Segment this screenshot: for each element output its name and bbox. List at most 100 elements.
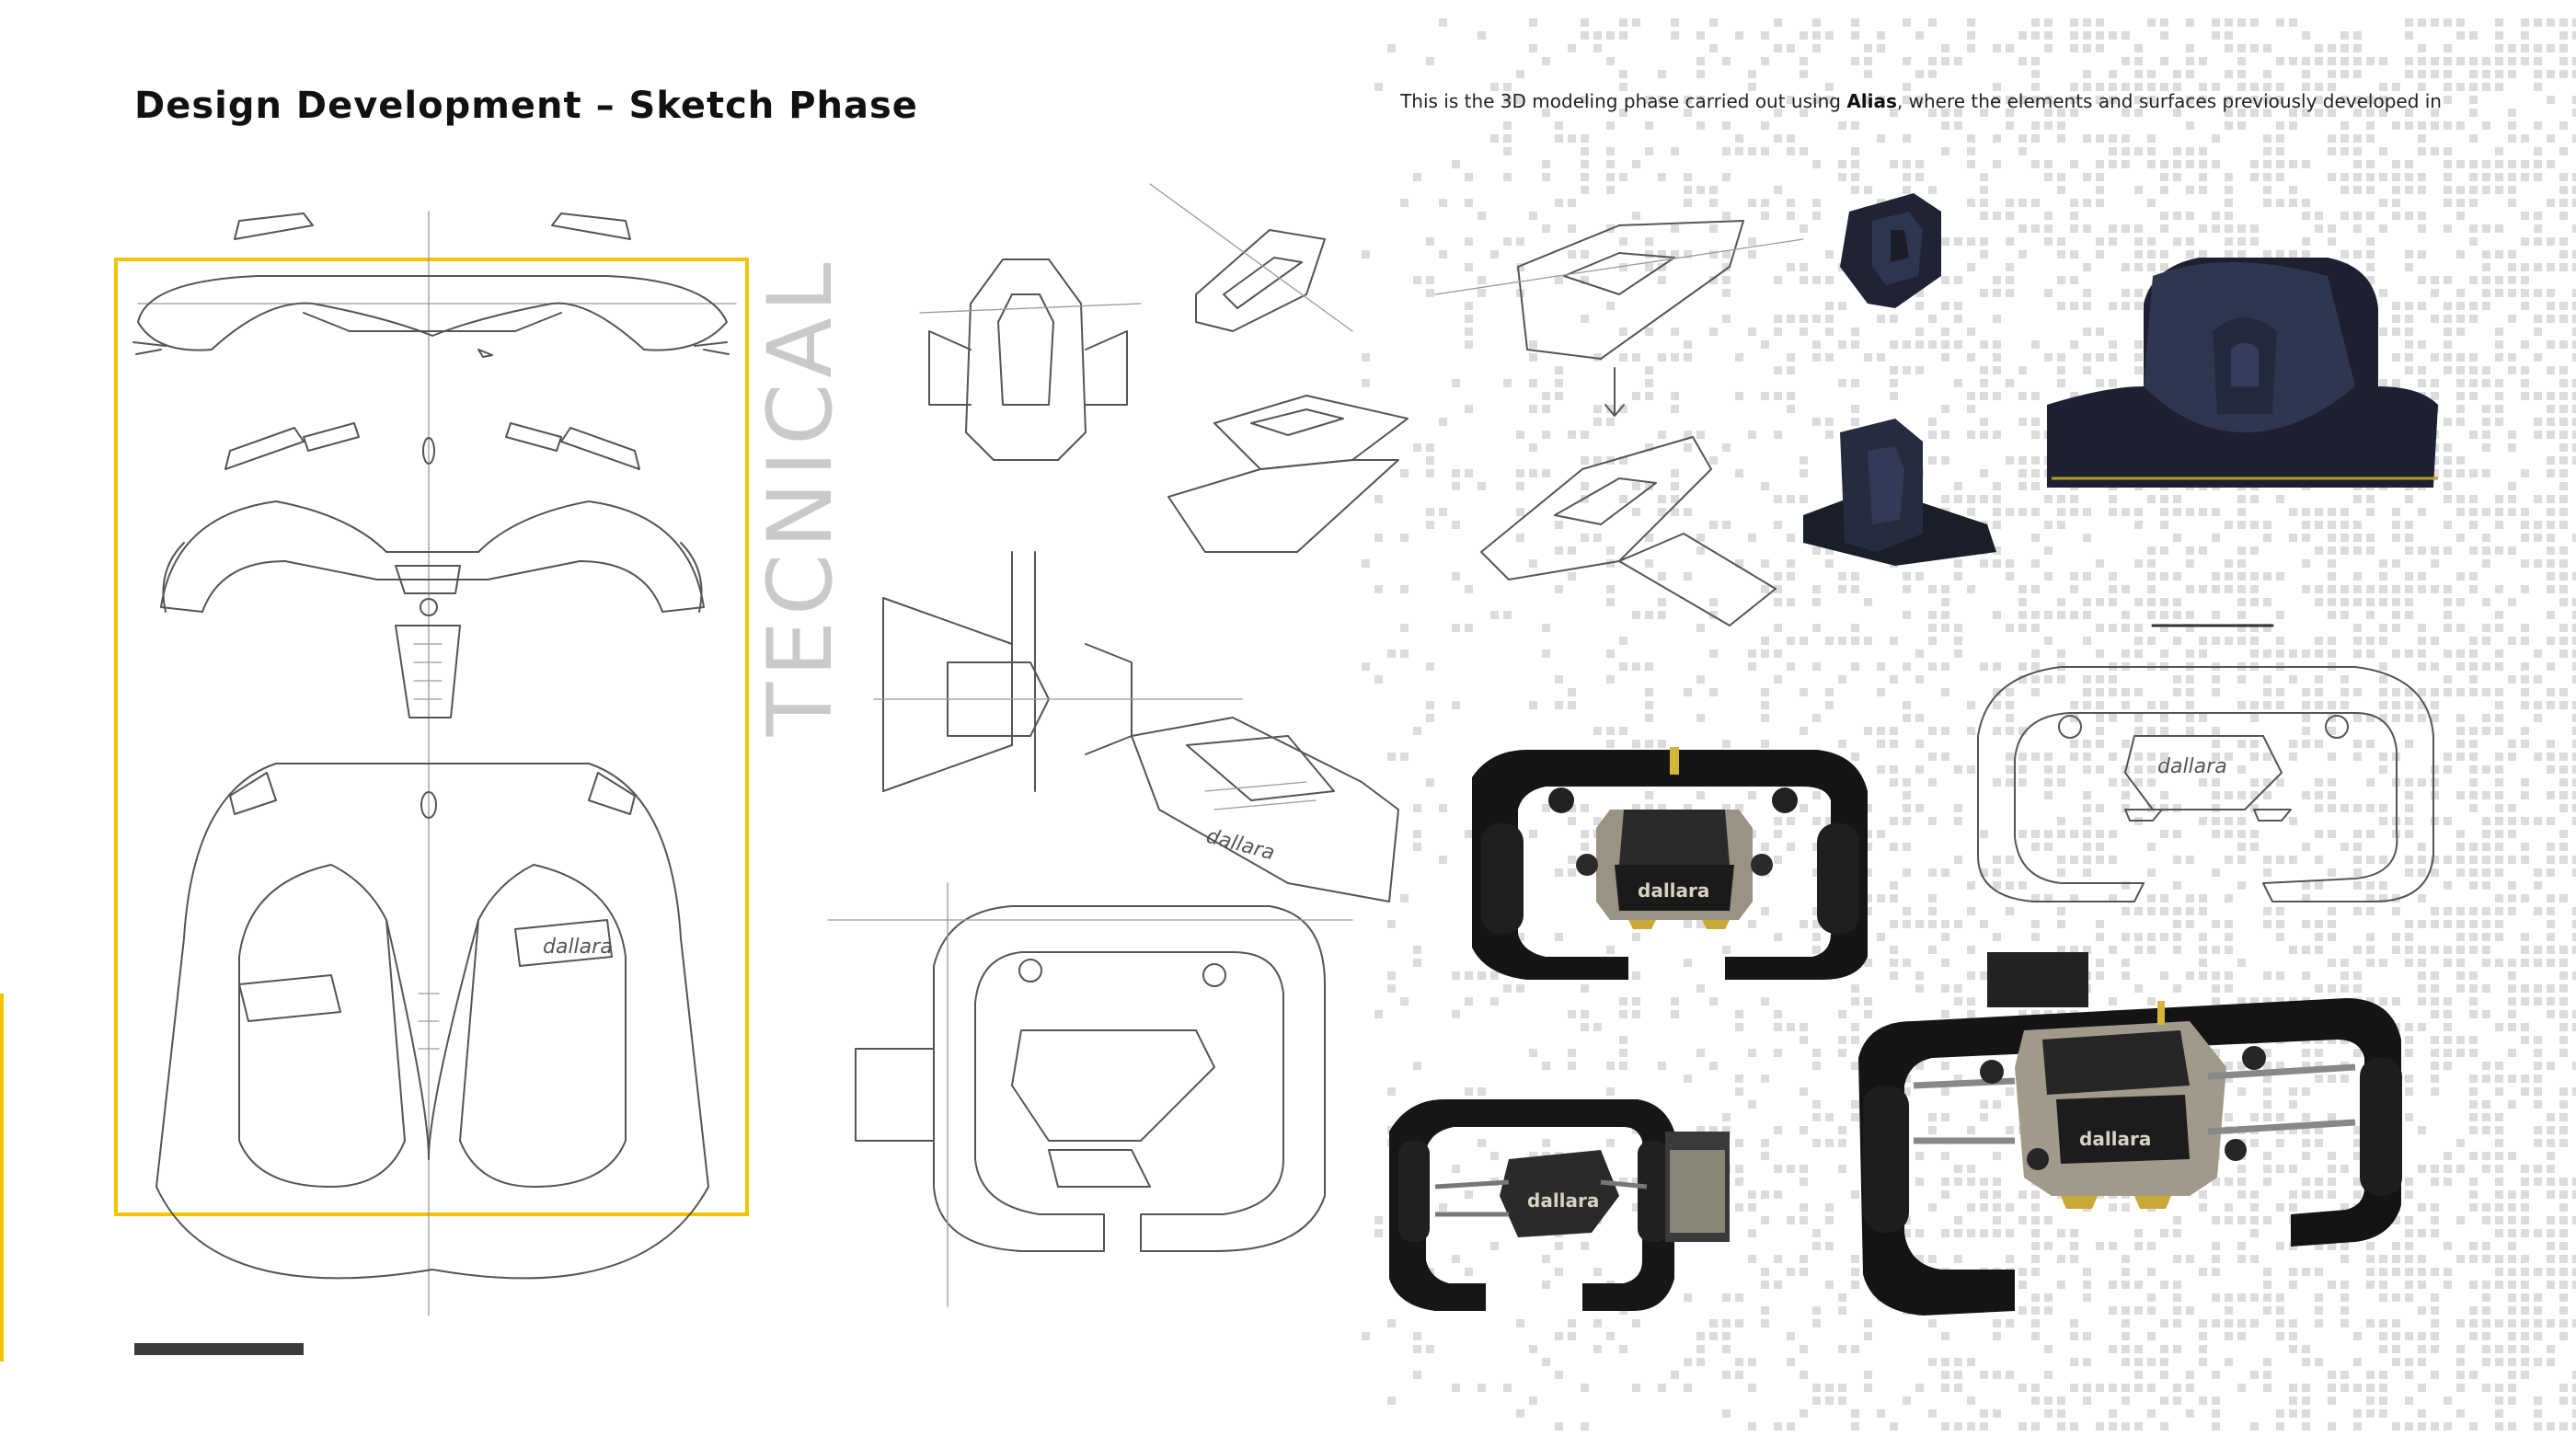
- pixel-cell: [1606, 121, 1615, 130]
- pixel-cell: [2456, 160, 2465, 168]
- display-pod-sketch: dallara: [1131, 717, 1399, 902]
- pixel-cell: [1890, 392, 1898, 400]
- pixel-cell: [2083, 1396, 2091, 1405]
- pixel-cell: [1812, 212, 1821, 220]
- pixel-cell: [2521, 44, 2529, 52]
- pixel-cell: [2006, 379, 2014, 387]
- pixel-cell: [2469, 353, 2478, 362]
- pixel-cell: [2147, 946, 2156, 954]
- pixel-cell: [2083, 572, 2091, 580]
- pixel-cell: [2456, 1216, 2465, 1224]
- pixel-cell: [2366, 1281, 2375, 1289]
- pixel-cell: [2109, 340, 2117, 349]
- pixel-cell: [2495, 353, 2503, 362]
- pixel-cell: [2070, 508, 2078, 516]
- pixel-cell: [1838, 160, 1846, 168]
- pixel-cell: [2147, 997, 2156, 1006]
- pixel-cell: [2328, 224, 2336, 233]
- pixel-cell: [2379, 714, 2387, 722]
- pixel-cell: [2482, 843, 2490, 851]
- pixel-cell: [1645, 443, 1653, 452]
- pixel-cell: [2199, 224, 2207, 233]
- pixel-cell: [2340, 1293, 2349, 1302]
- pixel-cell: [2147, 907, 2156, 915]
- pixel-cell: [2057, 598, 2065, 606]
- pixel-cell: [2057, 830, 2065, 838]
- pixel-cell: [1812, 714, 1821, 722]
- pixel-cell: [2431, 276, 2439, 284]
- pixel-cell: [2379, 804, 2387, 812]
- pixel-cell: [2147, 701, 2156, 709]
- pixel-cell: [2289, 1409, 2297, 1418]
- pixel-cell: [2173, 804, 2181, 812]
- pixel-cell: [2572, 1023, 2576, 1031]
- pixel-cell: [1581, 804, 1589, 812]
- pixel-cell: [2122, 1384, 2130, 1392]
- pixel-cell: [2083, 637, 2091, 645]
- pixel-cell: [2250, 495, 2259, 503]
- pixel-cell: [2559, 443, 2568, 452]
- pixel-cell: [2572, 1216, 2576, 1224]
- pixel-cell: [1619, 328, 1627, 336]
- pixel-cell: [2353, 250, 2362, 259]
- pixel-cell: [1671, 31, 1679, 40]
- pixel-cell: [2289, 1190, 2297, 1199]
- pixel-cell: [1709, 1126, 1718, 1134]
- pixel-cell: [2315, 1242, 2323, 1250]
- pixel-cell: [1774, 495, 1782, 503]
- pixel-cell: [1542, 804, 1550, 812]
- pixel-cell: [2070, 1255, 2078, 1263]
- pixel-cell: [2379, 894, 2387, 902]
- pixel-cell: [1761, 843, 1769, 851]
- pixel-cell: [2083, 817, 2091, 825]
- pixel-cell: [2199, 173, 2207, 181]
- pixel-cell: [2366, 160, 2375, 168]
- pixel-cell: [2559, 856, 2568, 864]
- pixel-cell: [2547, 302, 2555, 310]
- pixel-cell: [2096, 714, 2104, 722]
- pixel-cell: [1812, 1384, 1821, 1392]
- pixel-cell: [2469, 1190, 2478, 1199]
- pixel-cell: [2109, 1409, 2117, 1418]
- pixel-cell: [2276, 920, 2284, 928]
- pixel-cell: [2044, 830, 2053, 838]
- pixel-cell: [2276, 83, 2284, 91]
- pixel-cell: [2547, 134, 2555, 143]
- pixel-cell: [1761, 340, 1769, 349]
- pixel-cell: [1774, 431, 1782, 439]
- pixel-cell: [2225, 237, 2233, 246]
- pixel-cell: [2031, 675, 2040, 684]
- pixel-cell: [2289, 1126, 2297, 1134]
- pixel-cell: [2572, 1409, 2576, 1418]
- pixel-cell: [2444, 598, 2452, 606]
- pixel-cell: [1864, 353, 1872, 362]
- pixel-cell: [2096, 18, 2104, 27]
- pixel-cell: [2018, 585, 2027, 593]
- pixel-cell: [2044, 611, 2053, 619]
- pixel-cell: [2276, 1319, 2284, 1327]
- pixel-cell: [2495, 418, 2503, 426]
- pixel-cell: [2096, 920, 2104, 928]
- pixel-cell: [1400, 199, 1409, 207]
- pixel-cell: [2508, 508, 2516, 516]
- pixel-cell: [2469, 546, 2478, 555]
- pixel-cell: [1761, 559, 1769, 568]
- pixel-cell: [1593, 727, 1602, 735]
- pixel-cell: [2405, 366, 2413, 374]
- pixel-cell: [2469, 109, 2478, 117]
- pixel-cell: [1529, 701, 1537, 709]
- pixel-cell: [1568, 134, 1576, 143]
- pixel-cell: [2547, 1281, 2555, 1289]
- pixel-cell: [2366, 121, 2375, 130]
- pixel-cell: [1928, 186, 1937, 194]
- pixel-cell: [2547, 1242, 2555, 1250]
- pixel-cell: [1658, 250, 1666, 259]
- pixel-cell: [1851, 1345, 1859, 1353]
- pixel-cell: [2521, 984, 2529, 993]
- pixel-cell: [1761, 121, 1769, 130]
- pixel-cell: [1993, 1178, 2001, 1186]
- pixel-cell: [2147, 1293, 2156, 1302]
- pixel-cell: [2379, 585, 2387, 593]
- pixel-cell: [2225, 199, 2233, 207]
- pixel-cell: [2134, 250, 2143, 259]
